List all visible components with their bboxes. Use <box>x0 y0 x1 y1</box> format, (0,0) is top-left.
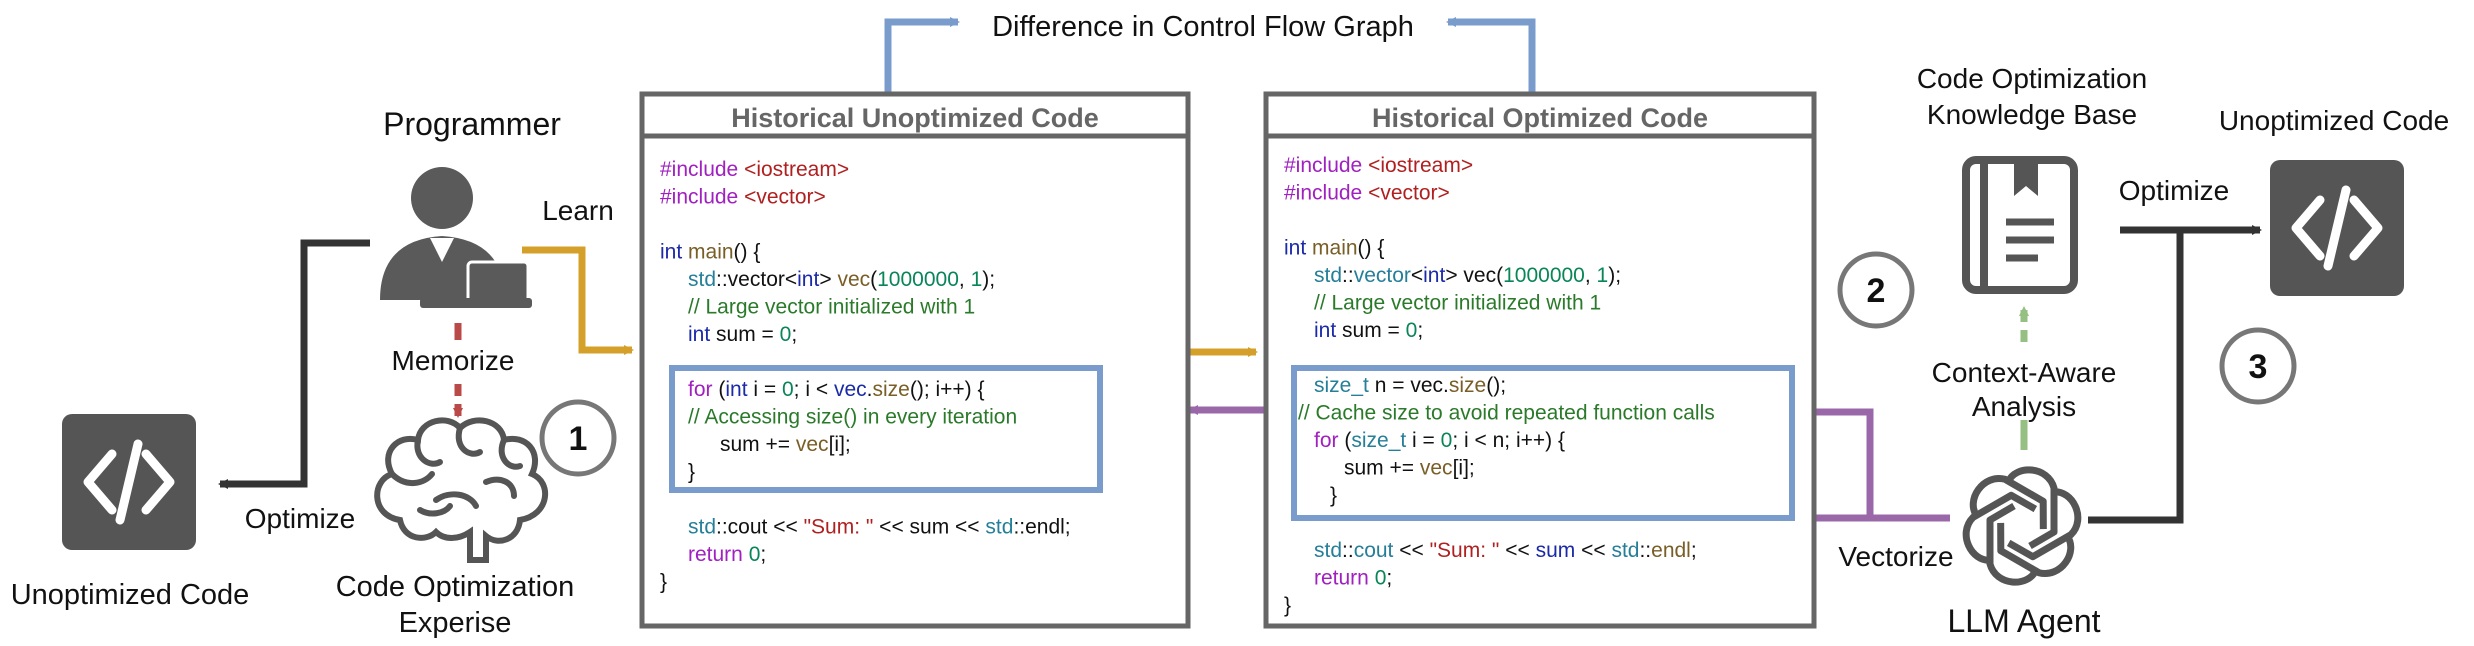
openai-logo-icon <box>1962 466 2082 586</box>
unoptimized-label-right: Unoptimized Code <box>2219 105 2449 136</box>
memorize-label: Memorize <box>392 345 515 376</box>
vectorize-label: Vectorize <box>1838 541 1953 572</box>
code-line: #include <iostream> <box>660 158 849 181</box>
code-line: int main() { <box>660 241 760 264</box>
code-line: int sum = 0; <box>688 323 797 346</box>
kb-label-line1: Code Optimization <box>1917 63 2147 94</box>
code-line: std::cout << "Sum: " << sum << std::endl… <box>688 516 1071 539</box>
code-line: for (size_t i = 0; i < n; i++) { <box>1314 429 1565 452</box>
unoptimized-code-panel: Historical Unoptimized Code #include <io… <box>639 91 1191 629</box>
step-3-badge: 3 <box>2219 327 2297 405</box>
cfg-caption: Difference in Control Flow Graph <box>992 11 1414 43</box>
optimized-panel-title: Historical Optimized Code <box>1372 103 1708 133</box>
code-line: } <box>660 571 667 594</box>
code-line: #include <vector> <box>660 186 826 209</box>
programmer-laptop-icon <box>380 167 532 308</box>
code-brackets-icon <box>2270 160 2404 296</box>
svg-text:1: 1 <box>569 420 588 458</box>
book-icon <box>1962 156 2078 294</box>
code-line: sum += vec[i]; <box>720 433 851 456</box>
code-line: size_t n = vec.size(); <box>1314 374 1506 397</box>
code-line: } <box>688 461 695 484</box>
code-line: int main() { <box>1284 237 1384 260</box>
learn-arrow <box>522 246 634 355</box>
code-line: std::vector<int> vec(1000000, 1); <box>1314 264 1621 287</box>
kb-label-line2: Knowledge Base <box>1927 99 2137 130</box>
optimized-code-panel: Historical Optimized Code #include <iost… <box>1263 91 1817 629</box>
code-line: std::vector<int> vec(1000000, 1); <box>688 268 995 291</box>
unoptimized-highlight <box>669 365 1103 493</box>
learn-label: Learn <box>542 195 614 226</box>
expertise-label-line1: Code Optimization <box>336 571 575 603</box>
context-label-line1: Context-Aware <box>1932 357 2117 388</box>
code-line: int sum = 0; <box>1314 319 1423 342</box>
code-line: return 0; <box>688 543 766 566</box>
brain-icon <box>374 417 549 563</box>
optimized-highlight <box>1291 365 1795 521</box>
code-line: std::cout << "Sum: " << sum << std::endl… <box>1314 539 1697 562</box>
optimized-code-block: #include <iostream> #include <vector> int … <box>1284 154 1715 617</box>
context-label-line2: Analysis <box>1972 391 2076 422</box>
unoptimized-code-block: #include <iostream> #include <vector> int … <box>660 158 1071 594</box>
step-2-badge: 2 <box>1837 251 1915 329</box>
llm-agent-label: LLM Agent <box>1948 603 2101 639</box>
optimize-arrow-left <box>218 239 370 489</box>
code-line: #include <vector> <box>1284 182 1450 205</box>
code-brackets-icon <box>62 414 196 550</box>
code-line: } <box>1330 484 1337 507</box>
programmer-label: Programmer <box>383 106 561 142</box>
code-line: for (int i = 0; i < vec.size(); i++) { <box>688 378 985 401</box>
code-line: } <box>1284 594 1291 617</box>
code-line: sum += vec[i]; <box>1344 457 1475 480</box>
optimize-arrow-right <box>2088 225 2262 524</box>
code-line: // Cache size to avoid repeated function… <box>1298 402 1715 425</box>
svg-text:3: 3 <box>2249 348 2268 386</box>
svg-text:2: 2 <box>1867 272 1886 310</box>
code-line: // Large vector initialized with 1 <box>1314 292 1601 315</box>
step-1-badge: 1 <box>539 399 617 477</box>
code-line: return 0; <box>1314 567 1392 590</box>
unoptimized-panel-title: Historical Unoptimized Code <box>731 103 1099 133</box>
optimize-label-right: Optimize <box>2119 175 2229 206</box>
unoptimized-label-left: Unoptimized Code <box>11 579 250 611</box>
code-line: // Large vector initialized with 1 <box>688 296 975 319</box>
code-line: #include <iostream> <box>1284 154 1473 177</box>
optimize-label-left: Optimize <box>245 503 355 534</box>
code-line: // Accessing size() in every iteration <box>688 406 1017 429</box>
expertise-label-line2: Experise <box>399 607 512 639</box>
